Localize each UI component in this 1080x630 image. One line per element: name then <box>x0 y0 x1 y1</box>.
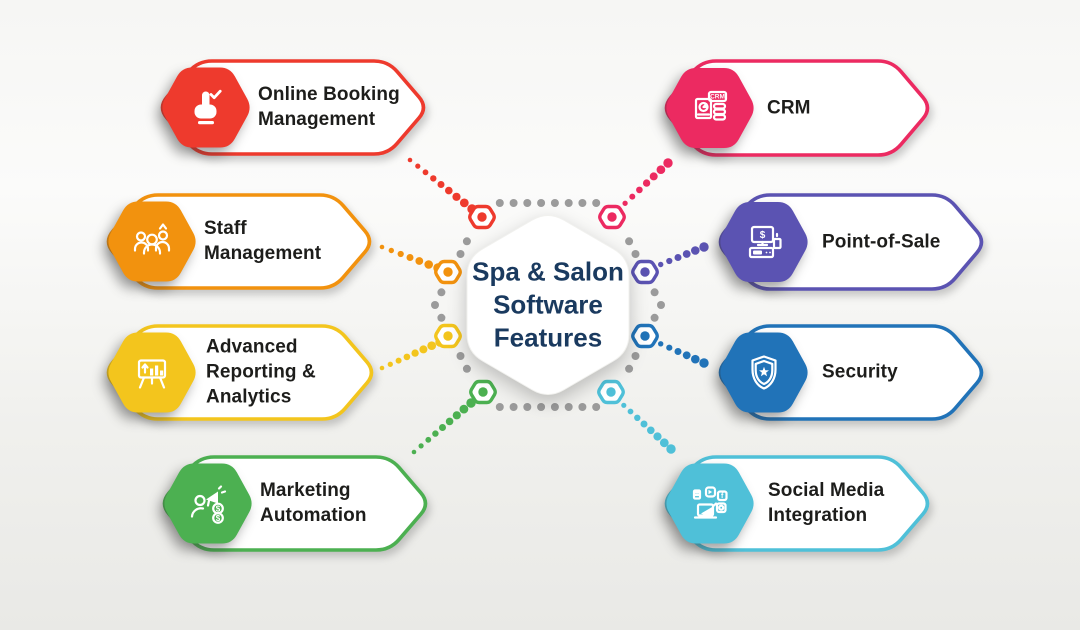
ring-node-point-of-sale <box>631 259 659 285</box>
pos-terminal-icon: $ <box>748 225 782 259</box>
feature-pill-marketing-automation: $$ <box>162 455 428 552</box>
shield-star-icon <box>751 355 777 390</box>
ring-node-online-booking-management <box>468 204 496 230</box>
connector-dots-crm <box>615 158 673 213</box>
feature-label-marketing-automation: Marketing Automation <box>260 479 367 526</box>
svg-text:$: $ <box>760 230 766 241</box>
ring-node-marketing-automation <box>469 379 497 405</box>
presentation-chart-icon <box>137 359 167 389</box>
svg-text:CRM: CRM <box>710 94 725 101</box>
feature-pill-crm: CRM <box>664 59 930 157</box>
svg-text:$: $ <box>216 505 221 514</box>
ring-node-social-media-integration <box>597 379 625 405</box>
feature-pill-online-booking-management <box>160 59 426 156</box>
feature-pill-point-of-sale: $ <box>718 193 984 291</box>
connector-dots-marketing-automation <box>411 398 476 455</box>
center-hexagon <box>466 215 630 395</box>
connector-dots-online-booking-management <box>407 157 477 214</box>
feature-label-crm: CRM <box>767 97 811 119</box>
connector-dots-security <box>649 337 709 368</box>
feature-label-security: Security <box>822 361 898 383</box>
feature-label-staff-management: Staff Management <box>204 217 322 264</box>
feature-label-point-of-sale: Point-of-Sale <box>822 231 941 253</box>
ring-node-security <box>631 323 659 349</box>
ring-node-crm <box>598 204 626 230</box>
feature-pill-security <box>718 324 984 421</box>
connector-dots-staff-management <box>379 244 443 273</box>
connector-dots-point-of-sale <box>649 242 709 271</box>
page-title: Spa & Salon Software Features <box>472 256 624 353</box>
hand-click-icon <box>194 89 222 125</box>
ring-node-advanced-reporting-analytics <box>434 323 462 349</box>
crm-document-icon: CRM <box>694 90 728 121</box>
megaphone-person-icon: $$ <box>190 485 227 524</box>
ring-node-staff-management <box>434 259 462 285</box>
dotted-ring <box>431 199 665 411</box>
feature-pill-social-media-integration: f <box>664 455 930 552</box>
social-media-laptop-icon: f <box>692 486 728 519</box>
svg-text:$: $ <box>216 514 221 523</box>
feature-label-social-media-integration: Social Media Integration <box>768 479 885 526</box>
team-icon <box>133 223 171 255</box>
svg-text:f: f <box>721 493 724 500</box>
feature-label-advanced-reporting-analytics: Advanced Reporting & Analytics <box>206 336 316 408</box>
connector-dots-social-media-integration <box>614 396 676 454</box>
connector-dots-advanced-reporting-analytics <box>379 337 445 371</box>
icon-hexagon <box>108 201 196 282</box>
feature-pill-staff-management <box>106 193 372 290</box>
feature-pill-advanced-reporting-analytics <box>106 324 374 421</box>
feature-label-online-booking-management: Online Booking Management <box>258 83 400 130</box>
